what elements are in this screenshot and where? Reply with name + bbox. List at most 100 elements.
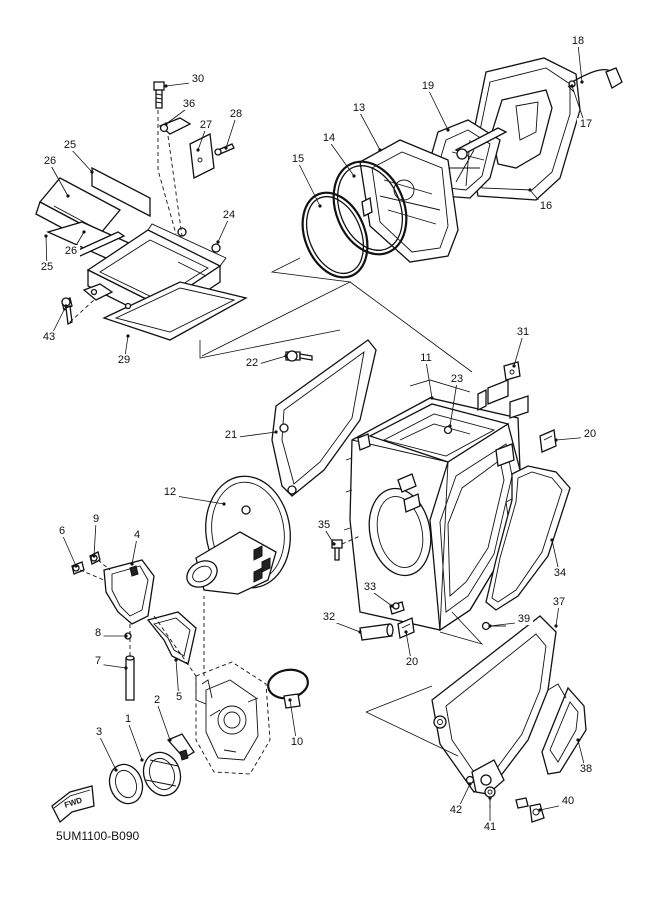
callout-bg-5 <box>173 691 185 703</box>
carb-joint-group <box>71 551 309 805</box>
callout-bg-27 <box>197 119 215 131</box>
callout-number-22: 22 <box>246 357 258 369</box>
fwd-arrow-icon <box>51 785 95 824</box>
callout-bg-11 <box>417 352 435 364</box>
callout-bg-13 <box>350 102 368 114</box>
side-plate-group <box>271 339 377 497</box>
callout-bg-15 <box>289 153 307 165</box>
callout-leader-31 <box>513 334 524 367</box>
callout-bg-29 <box>115 354 133 366</box>
callout-bg-17 <box>577 118 595 130</box>
callout-leader-23 <box>449 381 458 427</box>
callout-leader-6 <box>61 533 77 567</box>
callout-number-7: 7 <box>95 655 101 667</box>
callout-bg-3 <box>93 726 105 738</box>
callout-number-9: 9 <box>93 513 99 525</box>
callout-number-10: 10 <box>291 736 303 748</box>
callout-bg-2 <box>151 694 163 706</box>
callout-arrowhead-38 <box>576 738 580 742</box>
callout-arrowhead-4 <box>130 562 134 566</box>
callout-bg-39 <box>515 613 533 625</box>
callout-arrowhead-31 <box>512 364 516 368</box>
callout-number-20: 20 <box>584 428 596 440</box>
callout-bg-33 <box>361 581 379 593</box>
callout-bg-4 <box>131 529 143 541</box>
callout-bg-28 <box>227 108 245 120</box>
intake-duct-group <box>186 475 291 595</box>
callout-number-2: 2 <box>154 694 160 706</box>
callout-bg-20 <box>581 428 599 440</box>
callout-arrowhead-29 <box>126 334 130 338</box>
callout-bg-32 <box>320 611 338 623</box>
callout-number-14: 14 <box>323 132 335 144</box>
callout-number-37: 37 <box>553 596 565 608</box>
callout-number-40: 40 <box>562 795 574 807</box>
callout-number-34: 34 <box>554 567 566 579</box>
callout-leader-3 <box>98 734 117 771</box>
callout-bg-42 <box>447 804 465 816</box>
callout-arrowhead-20 <box>404 630 408 634</box>
callout-bg-35 <box>315 519 333 531</box>
callout-arrowhead-24 <box>216 240 220 244</box>
callout-arrowhead-23 <box>448 424 452 428</box>
callout-arrowhead-5 <box>174 658 178 662</box>
callout-bg-10 <box>288 736 306 748</box>
callout-bg-26 <box>62 245 80 257</box>
callout-leader-18 <box>577 43 583 83</box>
callout-number-3: 3 <box>96 726 102 738</box>
callout-bg-9 <box>90 513 102 525</box>
callout-bg-16 <box>537 200 555 212</box>
callout-number-35: 35 <box>318 519 330 531</box>
callout-number-8: 8 <box>95 627 101 639</box>
callout-arrowhead-40 <box>538 808 542 812</box>
callout-bg-7 <box>92 655 104 667</box>
callout-number-42: 42 <box>450 804 462 816</box>
callout-bg-1 <box>122 713 134 725</box>
callout-number-32: 32 <box>323 611 335 623</box>
callout-arrowhead-35 <box>332 542 336 546</box>
callout-leader-26 <box>49 163 69 197</box>
callout-bg-26 <box>41 155 59 167</box>
callout-arrowhead-10 <box>288 698 292 702</box>
callout-arrowhead-27 <box>196 148 200 152</box>
callout-arrowhead-8 <box>124 634 128 638</box>
callout-arrowhead-2 <box>168 738 172 742</box>
callout-arrowhead-39 <box>488 624 492 628</box>
callout-number-23: 23 <box>451 373 463 385</box>
callout-bg-8 <box>92 627 104 639</box>
callout-arrowhead-7 <box>124 666 128 670</box>
callout-bg-43 <box>40 331 58 343</box>
callout-leader-1 <box>127 721 143 761</box>
callout-arrowhead-15 <box>318 204 322 208</box>
callout-arrowhead-22 <box>284 354 288 358</box>
callout-arrowhead-21 <box>274 430 278 434</box>
callout-arrowhead-9 <box>92 554 96 558</box>
callout-number-6: 6 <box>59 525 65 537</box>
callout-arrowhead-13 <box>378 148 382 152</box>
callout-bg-25 <box>38 261 56 273</box>
callout-leader-37 <box>555 604 560 627</box>
callout-leader-19 <box>427 88 449 131</box>
callout-bg-41 <box>481 821 499 833</box>
callout-bg-38 <box>577 763 595 775</box>
callout-number-27: 27 <box>200 119 212 131</box>
callout-number-41: 41 <box>484 821 496 833</box>
callout-arrowhead-12 <box>222 502 226 506</box>
callout-arrowhead-17 <box>570 84 574 88</box>
air-filter-group <box>301 57 623 279</box>
callout-arrowhead-37 <box>554 624 558 628</box>
callout-number-17: 17 <box>580 118 592 130</box>
callout-bg-31 <box>514 326 532 338</box>
callout-arrowhead-42 <box>468 782 472 786</box>
callout-bg-22 <box>243 357 261 369</box>
callout-leader-9 <box>93 521 97 557</box>
callout-number-1: 1 <box>125 713 131 725</box>
callout-number-24: 24 <box>223 209 235 221</box>
callout-number-4: 4 <box>134 529 140 541</box>
callout-number-33: 33 <box>364 581 376 593</box>
callout-arrowhead-18 <box>580 80 584 84</box>
callout-bg-23 <box>448 373 466 385</box>
callout-arrowhead-25 <box>90 170 94 174</box>
callout-number-25: 25 <box>64 139 76 151</box>
